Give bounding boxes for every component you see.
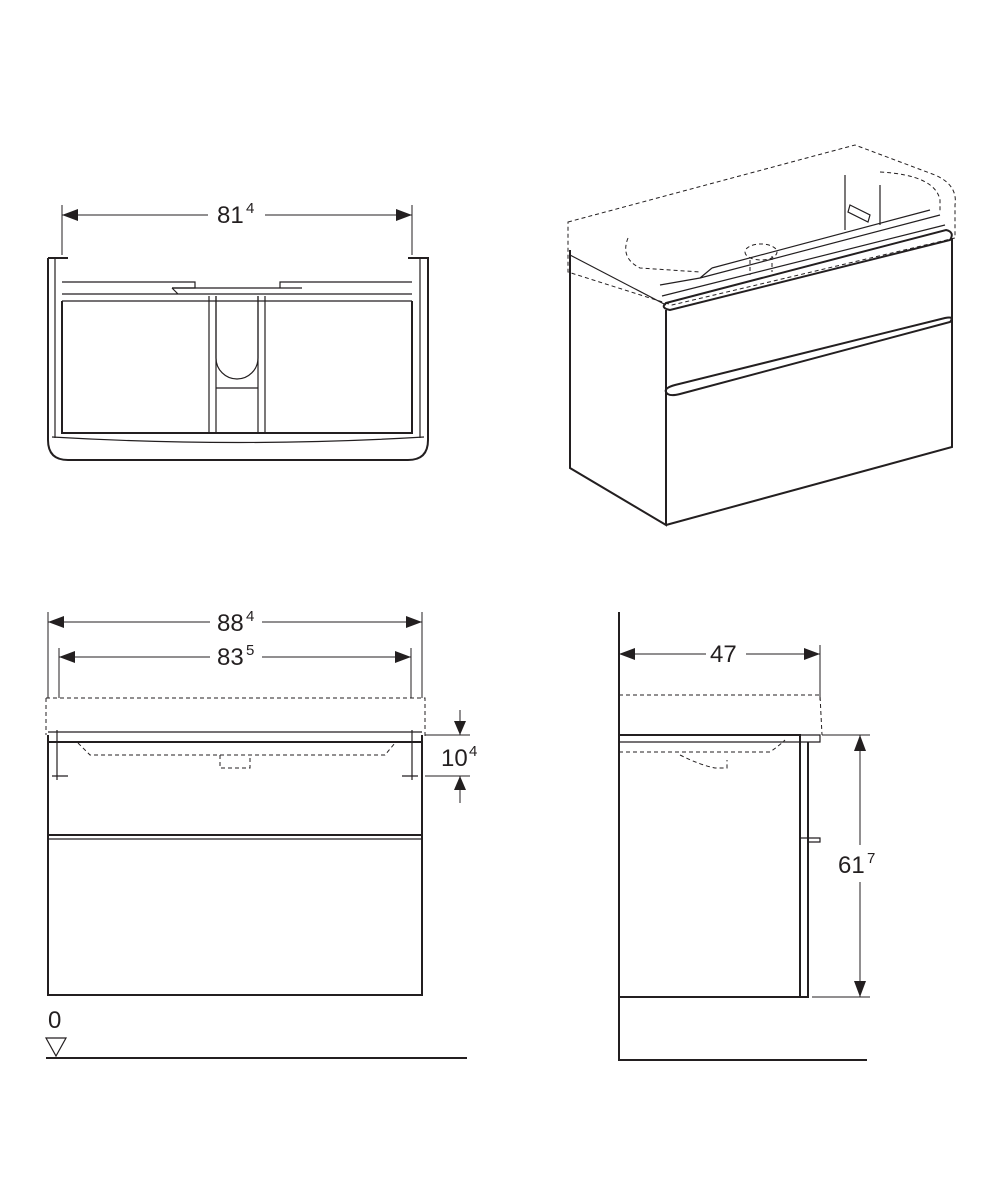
floor-level-label: 0 <box>48 1007 61 1034</box>
dim-sup-inner-width: 5 <box>246 642 254 659</box>
dim-label-height: 61 <box>838 852 865 879</box>
isometric-view <box>567 144 956 527</box>
dim-label-gap-height: 10 <box>441 745 468 772</box>
top-view: 81 4 <box>47 200 429 461</box>
dim-sup-height: 7 <box>867 850 875 867</box>
dim-sup-top-width: 4 <box>246 200 254 217</box>
dim-sup-gap-height: 4 <box>469 743 477 760</box>
dim-label-total-width: 88 <box>217 610 244 637</box>
front-view: 88 4 83 5 10 4 0 <box>44 608 477 1059</box>
dim-label-top-width: 81 <box>217 202 244 229</box>
dim-label-depth: 47 <box>710 641 737 668</box>
side-view: 47 61 7 <box>618 612 875 1061</box>
dim-label-inner-width: 83 <box>217 644 244 671</box>
dim-sup-total-width: 4 <box>246 608 254 625</box>
